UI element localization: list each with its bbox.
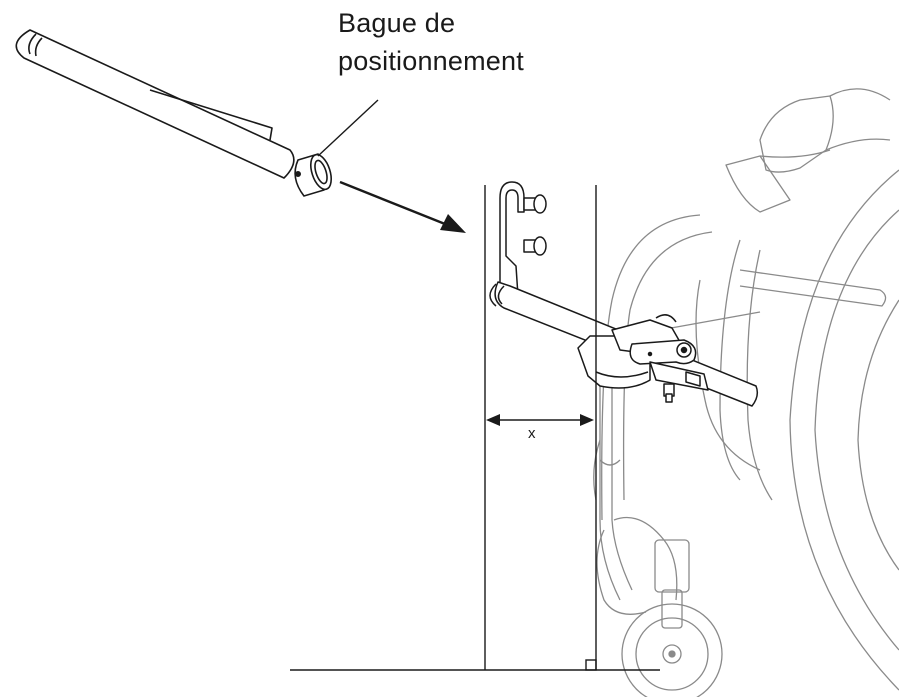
callout-leader [317,99,379,157]
dimension-label-x: x [528,425,536,442]
mounted-bracket [489,181,759,407]
callout-label-line-1: Bague de [338,8,456,38]
callout-label-positioning-ring: Bague de positionnement [338,4,524,80]
wheelchair-frame [593,88,899,697]
reference-lines [290,185,660,671]
loose-tube [15,29,295,179]
right-angle-marker [585,659,597,671]
callout-label-line-2: positionnement [338,46,524,76]
direction-arrow [339,180,466,233]
dimension-arrow [486,414,594,426]
positioning-ring [294,153,333,197]
